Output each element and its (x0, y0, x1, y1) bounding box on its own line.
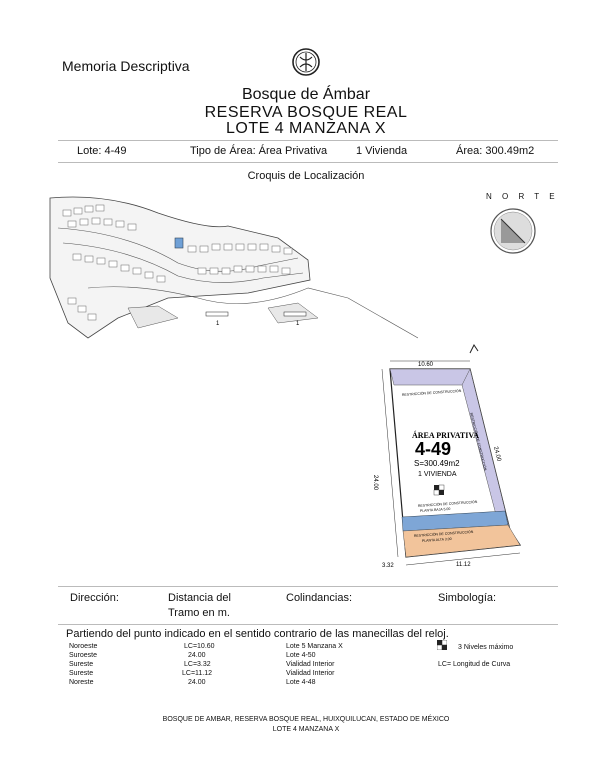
lot-plan: ÁREA PRIVATIVA 4-49 S=300.49m2 1 VIVIEND… (372, 344, 522, 569)
divider (58, 624, 558, 625)
memoria-descriptiva-label: Memoria Descriptiva (62, 58, 190, 74)
header-colindancias: Colindancias: (286, 592, 353, 604)
north-label: N O R T E (486, 192, 559, 201)
row-dir: Suroeste (69, 652, 98, 659)
restriction-low-label: RESTRICCIÓN DE CONSTRUCCIÓN (418, 499, 478, 508)
map-label-one-b: 1 (296, 321, 300, 327)
row-dir: Noroeste (69, 643, 98, 650)
restriction-top-label: RESTRICCIÓN DE CONSTRUCCIÓN (402, 388, 462, 397)
legend-lc: LC= Longitud de Curva (438, 661, 511, 668)
footer-line1: BOSQUE DE AMBAR, RESERVA BOSQUE REAL, HU… (162, 716, 450, 723)
info-vivienda: 1 Vivienda (356, 145, 408, 157)
divider (58, 162, 558, 163)
header-direccion: Dirección: (70, 592, 119, 604)
row-dir: Sureste (69, 670, 94, 677)
lot-units: 1 VIVIENDA (418, 471, 457, 478)
restriction-band-label: RESTRICCIÓN DE CONSTRUCCIÓN (414, 529, 474, 538)
niveles-symbol-icon (433, 484, 445, 496)
restriction-low-sub-label: PLANTA BAJA 5.00 (420, 507, 451, 513)
footer-line2: LOTE 4 MANZANA X (272, 726, 340, 733)
info-tipo: Tipo de Área: Área Privativa (190, 145, 328, 157)
brand-title: Bosque de Ámbar (241, 86, 371, 103)
niveles-legend-icon (437, 640, 447, 650)
row-dir: Noreste (69, 679, 94, 686)
lot-surface: S=300.49m2 (414, 459, 460, 468)
dim-right: 24.00 (492, 446, 502, 463)
dim-bottom: 11.12 (456, 562, 471, 568)
lote-title: LOTE 4 MANZANA X (225, 120, 387, 137)
header-simbologia: Simbología: (438, 592, 497, 604)
row-dist: LC=11.12 (182, 670, 213, 677)
legend-niveles: 3 Niveles máximo (458, 644, 514, 651)
row-dist: LC=10.60 (184, 643, 215, 650)
lot-number: 4-49 (415, 439, 451, 459)
row-dir: Sureste (69, 661, 94, 668)
row-col: Lote 4-50 (286, 652, 316, 659)
location-map: 1 1 (49, 196, 418, 339)
dim-corner: 3.32 (382, 563, 394, 569)
row-col: Lote 4-48 (286, 679, 316, 686)
partiendo-text: Partiendo del punto indicado en el senti… (66, 628, 449, 640)
divider (58, 586, 558, 587)
row-dist: 24.00 (188, 679, 206, 686)
info-lote: Lote: 4-49 (77, 145, 127, 157)
north-arrow-icon (490, 208, 536, 254)
info-area: Área: 300.49m2 (456, 145, 535, 157)
reserva-title: RESERVA BOSQUE REAL (204, 104, 408, 121)
dim-top: 10.60 (418, 362, 434, 368)
row-dist: LC=3.32 (184, 661, 211, 668)
map-label-one-a: 1 (216, 321, 220, 327)
lot-area-label: ÁREA PRIVATIVA (412, 430, 479, 440)
row-col: Lote 5 Manzana X (286, 643, 343, 650)
dim-left: 24.00 (372, 475, 378, 491)
row-col: Vialidad Interior (286, 670, 335, 677)
croquis-title: Croquis de Localización (247, 170, 365, 182)
brand-logo-icon (292, 48, 320, 76)
restriction-band-sub-label: PLANTA ALTA 3.00 (422, 537, 452, 543)
row-dist: 24.00 (188, 652, 206, 659)
row-col: Vialidad Interior (286, 661, 335, 668)
divider (58, 140, 558, 141)
header-distancia: Distancia del Tramo en m. (168, 592, 231, 619)
